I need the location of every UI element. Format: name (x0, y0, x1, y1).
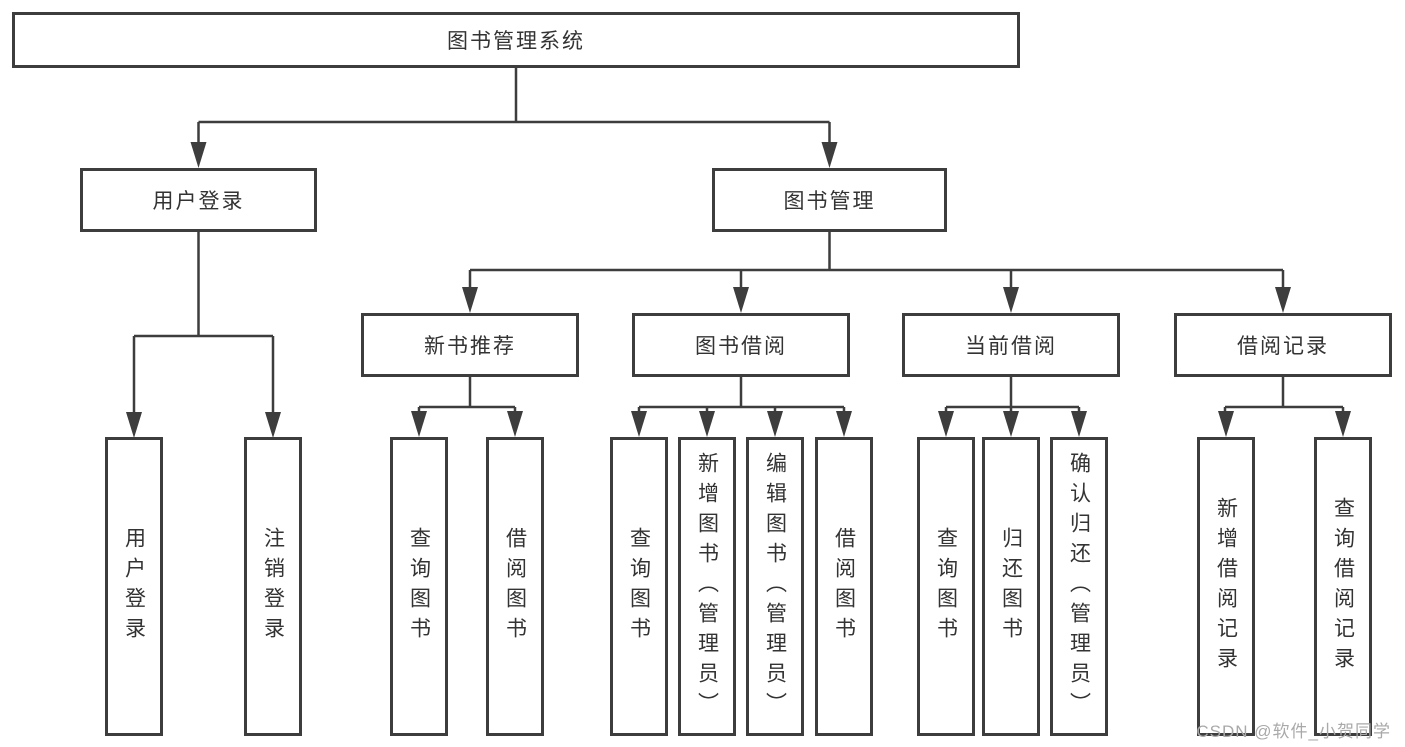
leaf-label: 新增图书（管理员） (695, 451, 719, 722)
leaf-return-book: 归还图书 (982, 437, 1040, 736)
node-book-borrowing: 图书借阅 (632, 313, 850, 377)
leaf-query-books-borrow: 查询图书 (610, 437, 668, 736)
leaf-label: 归还图书 (999, 526, 1023, 647)
leaf-add-borrow-record: 新增借阅记录 (1197, 437, 1255, 736)
leaf-label: 新增借阅记录 (1214, 496, 1238, 677)
leaf-label: 确认归还（管理员） (1067, 451, 1091, 722)
node-library-system: 图书管理系统 (12, 12, 1020, 68)
leaf-label: 查询借阅记录 (1331, 496, 1355, 677)
leaf-logout: 注销登录 (244, 437, 302, 736)
leaf-user-login: 用户登录 (105, 437, 163, 736)
node-new-book-recommend: 新书推荐 (361, 313, 579, 377)
node-borrow-records: 借阅记录 (1174, 313, 1392, 377)
leaf-confirm-return-admin: 确认归还（管理员） (1050, 437, 1108, 736)
leaf-query-books-recommend: 查询图书 (390, 437, 448, 736)
leaf-label: 借阅图书 (832, 526, 856, 647)
leaf-borrow-books: 借阅图书 (815, 437, 873, 736)
leaf-label: 注销登录 (261, 526, 285, 647)
node-book-management: 图书管理 (712, 168, 947, 232)
leaf-label: 编辑图书（管理员） (763, 451, 787, 722)
node-current-borrowing: 当前借阅 (902, 313, 1120, 377)
leaf-query-books-current: 查询图书 (917, 437, 975, 736)
leaf-label: 查询图书 (627, 526, 651, 647)
leaf-query-borrow-record: 查询借阅记录 (1314, 437, 1372, 736)
leaf-label: 用户登录 (122, 526, 146, 647)
leaf-label: 查询图书 (407, 526, 431, 647)
csdn-watermark: CSDN @软件_小贺同学 (1196, 722, 1391, 741)
leaf-edit-book-admin: 编辑图书（管理员） (746, 437, 804, 736)
leaf-add-book-admin: 新增图书（管理员） (678, 437, 736, 736)
leaf-label: 借阅图书 (503, 526, 527, 647)
leaf-label: 查询图书 (934, 526, 958, 647)
node-user-login: 用户登录 (80, 168, 317, 232)
leaf-borrow-books-recommend: 借阅图书 (486, 437, 544, 736)
